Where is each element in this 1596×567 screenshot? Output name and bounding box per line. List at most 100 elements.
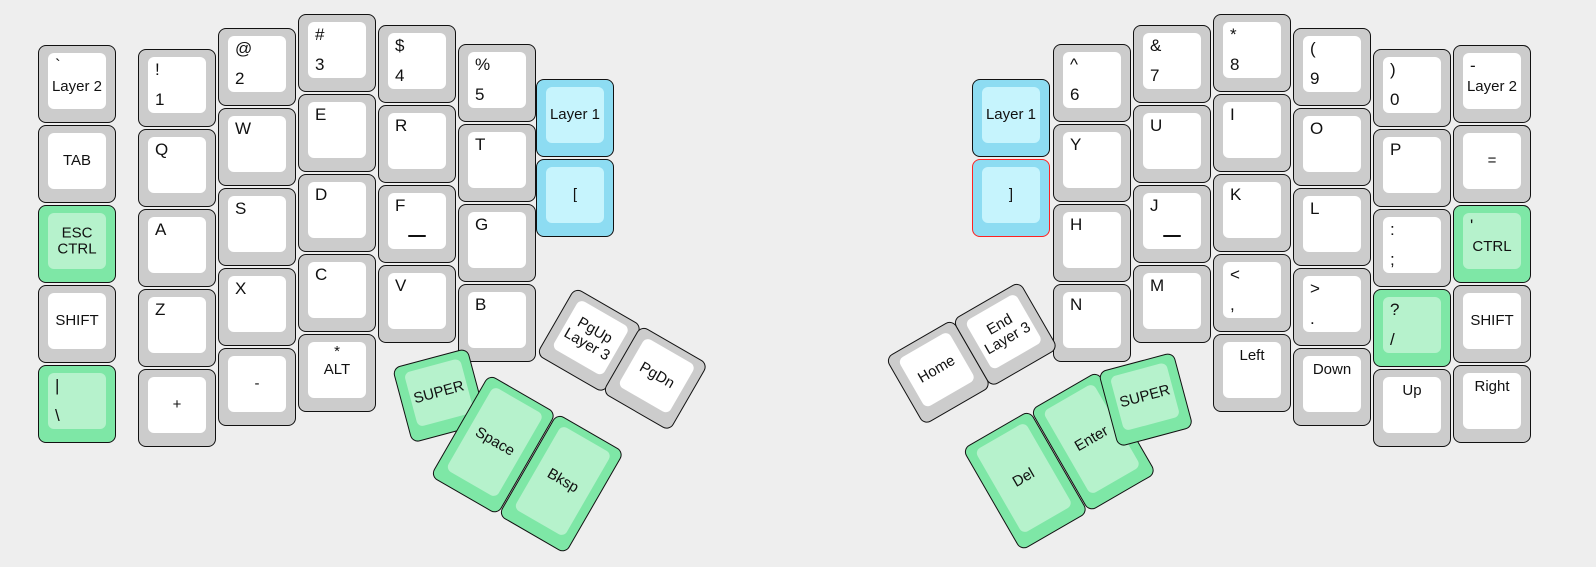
key-h[interactable]: H — [1053, 204, 1131, 282]
key-legend-center: Space — [472, 423, 518, 460]
key-legend-center: Layer 1 — [985, 106, 1037, 124]
key-cap: >. — [1303, 276, 1361, 332]
key-period[interactable]: >. — [1293, 268, 1371, 346]
key-0[interactable]: )0 — [1373, 49, 1451, 127]
key-cap: C — [308, 262, 366, 318]
key-cap: A — [148, 217, 206, 273]
key-legend-top: Y — [1070, 135, 1082, 154]
key-legend-top: M — [1150, 276, 1165, 295]
key-p[interactable]: P — [1373, 129, 1451, 207]
key-legend-center: TAB — [62, 152, 92, 170]
key-cap: $4 — [388, 33, 446, 89]
key-u[interactable]: U — [1133, 105, 1211, 183]
key-legend-top: < — [1230, 265, 1240, 284]
key-x[interactable]: X — [218, 268, 296, 346]
key-minus[interactable]: - — [218, 348, 296, 426]
key-y[interactable]: Y — [1053, 124, 1131, 202]
key-legend-top: E — [315, 105, 327, 124]
key-esc-ctrl[interactable]: ESC CTRL — [38, 205, 116, 283]
key-cap: #3 — [308, 22, 366, 78]
key-legend-top: Q — [155, 140, 169, 159]
key-layer1-left[interactable]: Layer 1 — [536, 79, 614, 157]
key-r[interactable]: R — [378, 105, 456, 183]
key-8[interactable]: *8 — [1213, 14, 1291, 92]
key-legend-center: Layer 2 — [51, 78, 103, 96]
key-1[interactable]: !1 — [138, 49, 216, 127]
key-pipe-backslash[interactable]: |\ — [38, 365, 116, 443]
key-cap: Y — [1063, 132, 1121, 188]
key-7[interactable]: &7 — [1133, 25, 1211, 103]
key-alt[interactable]: *ALT — [298, 334, 376, 412]
key-cap: End Layer 3 — [964, 292, 1043, 371]
key-m[interactable]: M — [1133, 265, 1211, 343]
key-cap: O — [1303, 116, 1361, 172]
key-g[interactable]: G — [458, 204, 536, 282]
key-9[interactable]: (9 — [1293, 28, 1371, 106]
key-shift-right[interactable]: SHIFT — [1453, 285, 1531, 363]
key-legend-top: ) — [1390, 60, 1396, 79]
key-legend-center: = — [1487, 152, 1497, 170]
key-cap: @2 — [228, 36, 286, 92]
key-cap: Right — [1463, 373, 1521, 429]
key-left[interactable]: Left — [1213, 334, 1291, 412]
key-legend-bottom: 4 — [395, 66, 405, 86]
key-comma[interactable]: <, — [1213, 254, 1291, 332]
key-z[interactable]: Z — [138, 289, 216, 367]
key-t[interactable]: T — [458, 124, 536, 202]
key-q[interactable]: Q — [138, 129, 216, 207]
key-2[interactable]: @2 — [218, 28, 296, 106]
key-k[interactable]: K — [1213, 174, 1291, 252]
key-6[interactable]: ^6 — [1053, 44, 1131, 122]
key-4[interactable]: $4 — [378, 25, 456, 103]
key-bracket-left[interactable]: [ — [536, 159, 614, 237]
key-legend-top: * — [1230, 25, 1237, 44]
key-legend-top: P — [1390, 140, 1402, 159]
key-l[interactable]: L — [1293, 188, 1371, 266]
key-quote-ctrl[interactable]: 'CTRL — [1453, 205, 1531, 283]
key-f[interactable]: F — [378, 185, 456, 263]
key-d[interactable]: D — [298, 174, 376, 252]
key-n[interactable]: N — [1053, 284, 1131, 362]
key-equals[interactable]: = — [1453, 125, 1531, 203]
key-layer1-right[interactable]: Layer 1 — [972, 79, 1050, 157]
key-down[interactable]: Down — [1293, 348, 1371, 426]
key-b[interactable]: B — [458, 284, 536, 362]
key-v[interactable]: V — [378, 265, 456, 343]
key-s[interactable]: S — [218, 188, 296, 266]
key-plus[interactable]: + — [138, 369, 216, 447]
key-cap: ] — [982, 167, 1040, 223]
key-legend-center: Layer 1 — [549, 106, 601, 124]
key-j[interactable]: J — [1133, 185, 1211, 263]
key-cap: SUPER — [1109, 362, 1181, 432]
key-cap: Up — [1383, 377, 1441, 433]
key-i[interactable]: I — [1213, 94, 1291, 172]
key-cap: TAB — [48, 133, 106, 189]
key-a[interactable]: A — [138, 209, 216, 287]
key-cap: V — [388, 273, 446, 329]
key-slash[interactable]: ?/ — [1373, 289, 1451, 367]
key-legend-top: K — [1230, 185, 1242, 204]
key-legend-center: [ — [572, 186, 578, 204]
key-cap: R — [388, 113, 446, 169]
key-3[interactable]: #3 — [298, 14, 376, 92]
key-right[interactable]: Right — [1453, 365, 1531, 443]
key-c[interactable]: C — [298, 254, 376, 332]
key-semicolon[interactable]: :; — [1373, 209, 1451, 287]
key-up[interactable]: Up — [1373, 369, 1451, 447]
key-w[interactable]: W — [218, 108, 296, 186]
key-tab[interactable]: TAB — [38, 125, 116, 203]
key-shift[interactable]: SHIFT — [38, 285, 116, 363]
key-legend-center: End Layer 3 — [981, 310, 1034, 359]
key-bracket-right[interactable]: ] — [972, 159, 1050, 237]
key-o[interactable]: O — [1293, 108, 1371, 186]
key-5[interactable]: %5 — [458, 44, 536, 122]
key-legend-bottom: , — [1230, 295, 1235, 315]
key-legend-top: : — [1390, 220, 1395, 239]
key-legend-top: Z — [155, 300, 166, 319]
key-e[interactable]: E — [298, 94, 376, 172]
key-layer2-minus[interactable]: -Layer 2 — [1453, 45, 1531, 123]
key-layer2-grave[interactable]: `Layer 2 — [38, 45, 116, 123]
key-legend-top: S — [235, 199, 247, 218]
key-cap: N — [1063, 292, 1121, 348]
